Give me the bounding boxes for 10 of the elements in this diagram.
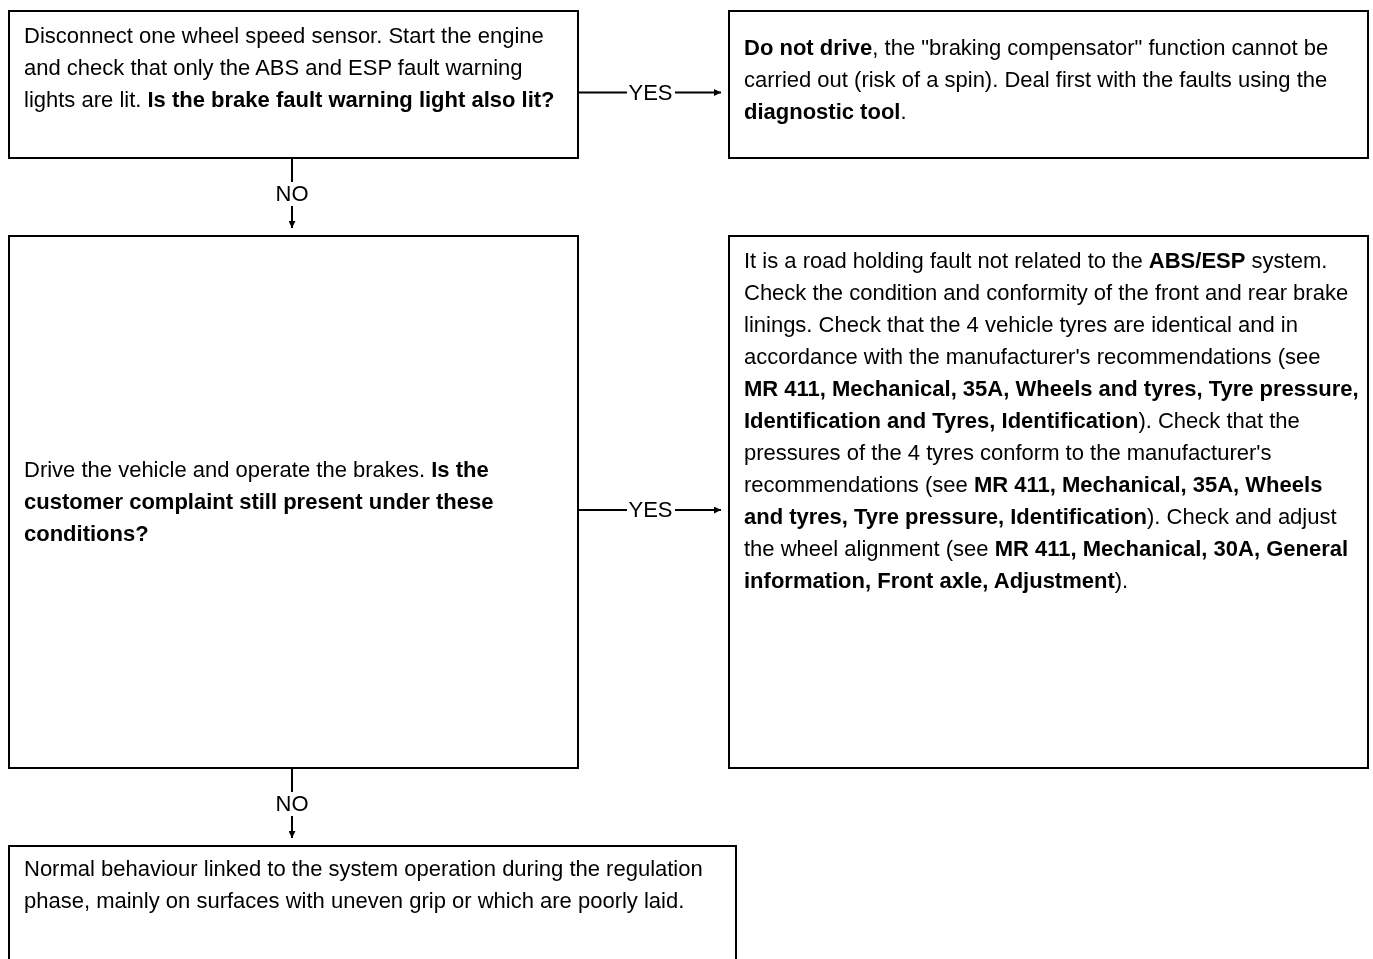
process-box	[728, 235, 1369, 769]
box-text: Drive the vehicle and operate the brakes. Is the customer complaint still present under these conditions?	[24, 456, 495, 548]
box-text: Normal behaviour linked to the system operation during the regulation phase, mainly on surfaces with uneven grip or which are poorly laid.	[24, 855, 704, 915]
process-box	[728, 10, 1369, 159]
process-box	[8, 10, 579, 159]
process-box	[8, 845, 737, 959]
process-box	[8, 235, 579, 769]
box-text: Disconnect one wheel speed sensor. Start the engine and check that only the ABS and ESP fault warning lights are lit. Is the brake fault warning light also lit?	[24, 22, 556, 114]
box-text: Do not drive, the "braking compensator" function cannot be carried out (risk of a spin). Deal first with the faults using the diagnostic tool.	[744, 34, 1330, 126]
box-text: It is a road holding fault not related to the ABS/ESP system. Check the condition and conformity of the front and rear brake linings. Check that the 4 vehicle tyres are identical and in accordance with the manufacturer's recommendations (see MR 411, Mechanical, 35A, Wheels and tyres, Tyre pressure, Identification and Tyres, Identification). Check that the pressures of the 4 tyres conform to the manufacturer's recommendations (see MR 411, Mechanical, 35A, Wheels and tyres, Tyre pressure, Identification). Check and adjust the wheel alignment (see MR 411, Mechanical, 30A, General information, Front axle, Adjustment).	[744, 247, 1359, 595]
